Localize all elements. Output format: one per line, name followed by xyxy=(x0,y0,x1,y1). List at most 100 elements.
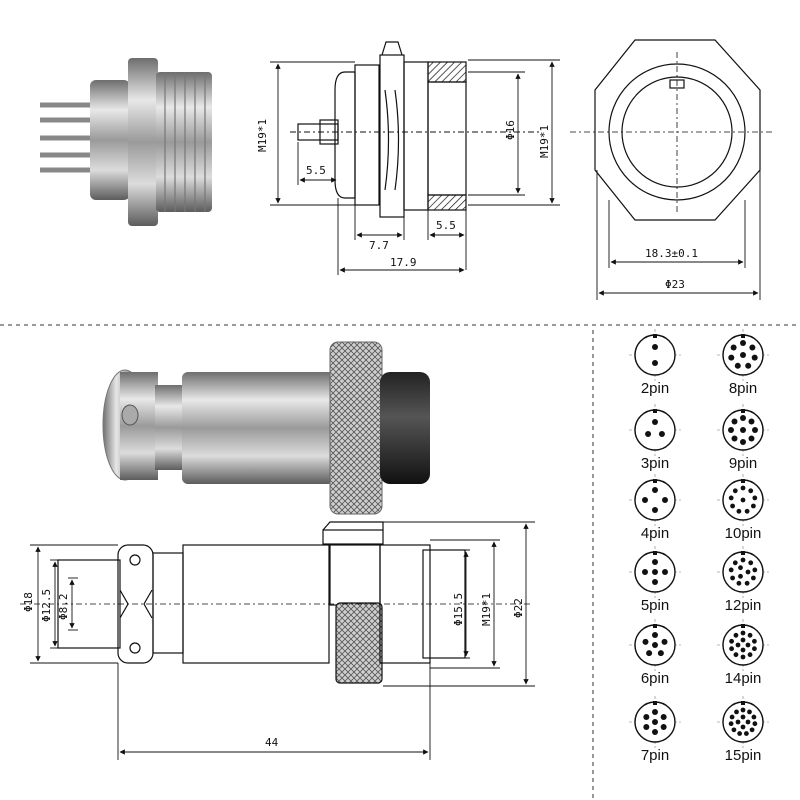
dim-plug-d18: Φ18 xyxy=(22,592,35,612)
pin-label: 4pin xyxy=(641,525,669,542)
pin-dot xyxy=(645,431,652,437)
pin-dot xyxy=(738,565,743,571)
pin-dot xyxy=(728,427,734,433)
pin-dot xyxy=(731,418,738,425)
pin-dot xyxy=(652,360,658,366)
dim-thread-right: M19*1 xyxy=(538,125,551,158)
pin-dot xyxy=(736,508,742,514)
key-notch xyxy=(653,409,657,413)
pin-dot xyxy=(728,354,735,361)
key-notch xyxy=(653,334,657,338)
pin-dot xyxy=(658,431,665,437)
pin-label: 14pin xyxy=(725,670,762,687)
pin-dot xyxy=(643,724,650,730)
dim-plug-d8-2: Φ8.2 xyxy=(57,594,70,621)
pin-dot xyxy=(740,557,746,563)
pin-option-12pin: 12pin xyxy=(717,546,769,614)
pin-dot xyxy=(657,650,664,657)
pin-dot xyxy=(729,646,734,652)
pin-dot xyxy=(662,497,668,503)
dim-plug-thread: M19*1 xyxy=(480,593,493,626)
pin-dot xyxy=(652,559,658,565)
pin-dot xyxy=(734,362,741,369)
pin-label: 3pin xyxy=(641,455,669,472)
key-notch xyxy=(741,334,745,338)
pin-dot xyxy=(750,575,756,581)
pin-dot xyxy=(652,569,658,575)
pin-dot xyxy=(652,729,658,735)
pin-dot xyxy=(652,719,658,725)
connector-face xyxy=(634,479,676,521)
pin-dot xyxy=(745,719,751,725)
key-notch xyxy=(741,409,745,413)
pin-dot xyxy=(740,352,746,358)
connector-face xyxy=(634,409,676,451)
pin-dot xyxy=(740,637,746,643)
pin-dot xyxy=(748,435,755,442)
pin-dot xyxy=(662,569,668,575)
pin-label: 8pin xyxy=(729,380,757,397)
pin-dot xyxy=(652,344,658,350)
pin-dot xyxy=(740,654,746,660)
pin-dot xyxy=(747,632,753,638)
key-notch xyxy=(653,701,657,705)
key-notch xyxy=(741,551,745,555)
pin-dot xyxy=(740,647,746,653)
pin-dot xyxy=(728,567,734,573)
key-notch xyxy=(653,624,657,628)
pin-dot xyxy=(740,485,746,491)
pin-label: 6pin xyxy=(641,670,669,687)
pin-dot xyxy=(744,508,750,514)
pin-option-7pin: 7pin xyxy=(629,696,681,764)
pin-dot xyxy=(652,487,658,493)
pin-dot xyxy=(737,731,743,736)
key-notch xyxy=(653,551,657,555)
dim-plug-d15-5: Φ15.5 xyxy=(452,593,465,626)
pin-option-3pin: 3pin xyxy=(629,404,681,472)
pin-dot xyxy=(652,709,658,715)
pin-dot xyxy=(740,707,746,713)
pin-options-grid: 2pin3pin4pin5pin6pin7pin8pin9pin10pin12p… xyxy=(629,329,769,764)
pin-dot xyxy=(731,435,738,442)
pin-dot xyxy=(745,642,751,648)
pin-option-5pin: 5pin xyxy=(629,546,681,614)
pin-dot xyxy=(740,427,746,433)
pin-dot xyxy=(752,495,758,501)
pin-dot xyxy=(752,646,757,652)
pin-dot xyxy=(752,638,757,644)
pin-dot xyxy=(740,724,746,730)
pin-label: 7pin xyxy=(641,747,669,764)
pin-dot xyxy=(740,497,746,503)
pin-dot xyxy=(732,488,738,494)
pin-label: 10pin xyxy=(725,525,762,542)
dim-rear-len: 5.5 xyxy=(436,219,456,232)
key-notch xyxy=(741,624,745,628)
pin-dot xyxy=(660,724,667,730)
plug-side-view xyxy=(57,521,466,684)
key-notch xyxy=(741,701,745,705)
pin-dot xyxy=(738,573,743,579)
pin-dot xyxy=(740,439,746,445)
pin-dot xyxy=(652,632,658,638)
pin-dot xyxy=(643,714,650,720)
dim-inner-dia: Φ16 xyxy=(504,120,517,140)
pin-dot xyxy=(660,714,667,720)
pin-option-8pin: 8pin xyxy=(717,329,769,397)
pin-label: 5pin xyxy=(641,597,669,614)
pin-dot xyxy=(642,569,648,575)
pin-dot xyxy=(740,415,746,421)
pin-dot xyxy=(749,344,756,351)
connector-face xyxy=(634,334,676,376)
pin-dot xyxy=(646,650,653,657)
dim-total-len: 17.9 xyxy=(390,256,417,269)
pin-option-6pin: 6pin xyxy=(629,619,681,687)
pin-dot xyxy=(735,719,741,725)
pin-option-9pin: 9pin xyxy=(717,404,769,472)
pin-option-4pin: 4pin xyxy=(629,474,681,542)
pin-dot xyxy=(736,580,742,586)
pin-dot xyxy=(652,419,658,425)
pin-dot xyxy=(740,340,746,346)
pin-label: 15pin xyxy=(725,747,762,764)
pin-option-15pin: 15pin xyxy=(717,696,769,764)
